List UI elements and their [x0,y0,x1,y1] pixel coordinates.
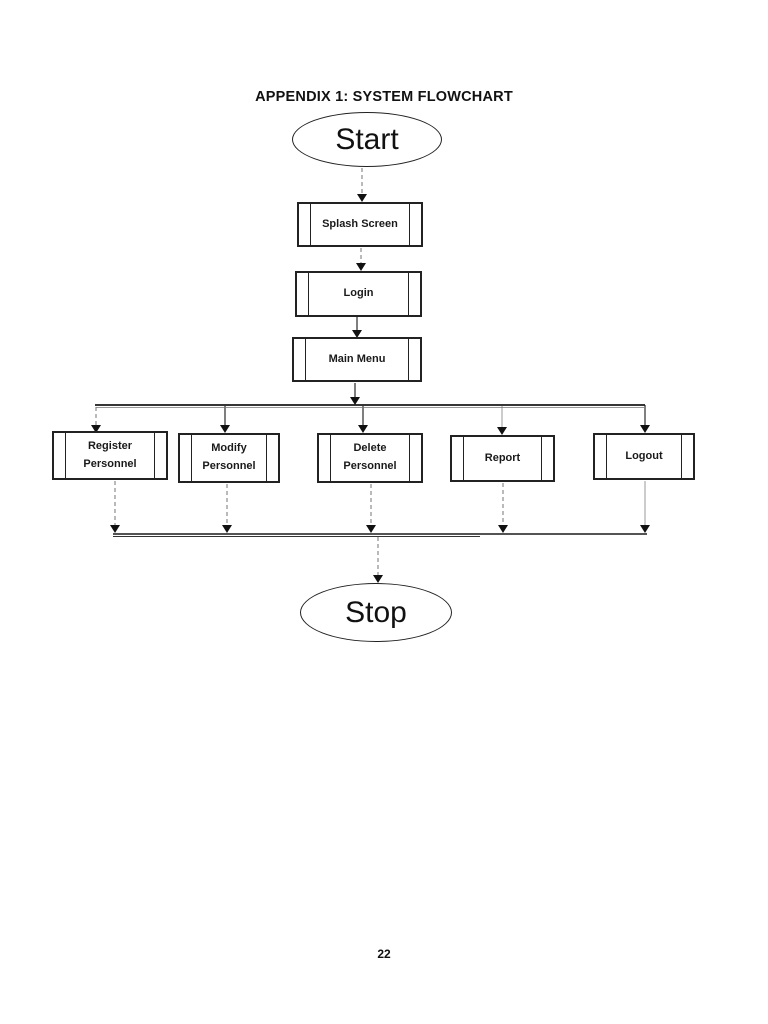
flowchart-node-report: Report [450,435,555,482]
start-label: Start [335,122,399,156]
flowchart-node-start: Start [292,112,442,167]
flowchart-node-modify-personnel: Modify Personnel [178,433,280,483]
splash-screen-label: Splash Screen [322,217,398,230]
page-title: APPENDIX 1: SYSTEM FLOWCHART [255,89,513,105]
arrowheads [91,194,650,583]
report-label: Report [484,451,521,464]
flowchart-node-register-personnel: Register Personnel [52,431,168,480]
delete-personnel-label: Delete Personnel [343,442,397,472]
login-label: Login [343,287,374,300]
flowchart-node-delete-personnel: Delete Personnel [317,433,423,483]
flowchart-node-stop: Stop [300,583,452,642]
register-personnel-label: Register Personnel [83,439,137,470]
page-number: 22 [377,947,391,961]
flowchart-node-logout: Logout [593,433,695,480]
flowchart-node-login: Login [295,271,422,317]
modify-personnel-label: Modify Personnel [202,442,256,472]
flowchart-node-main-menu: Main Menu [292,337,422,382]
logout-label: Logout [625,449,663,462]
main-menu-label: Main Menu [328,352,386,365]
stop-label: Stop [345,595,407,629]
flowchart-node-splash-screen: Splash Screen [297,202,423,247]
